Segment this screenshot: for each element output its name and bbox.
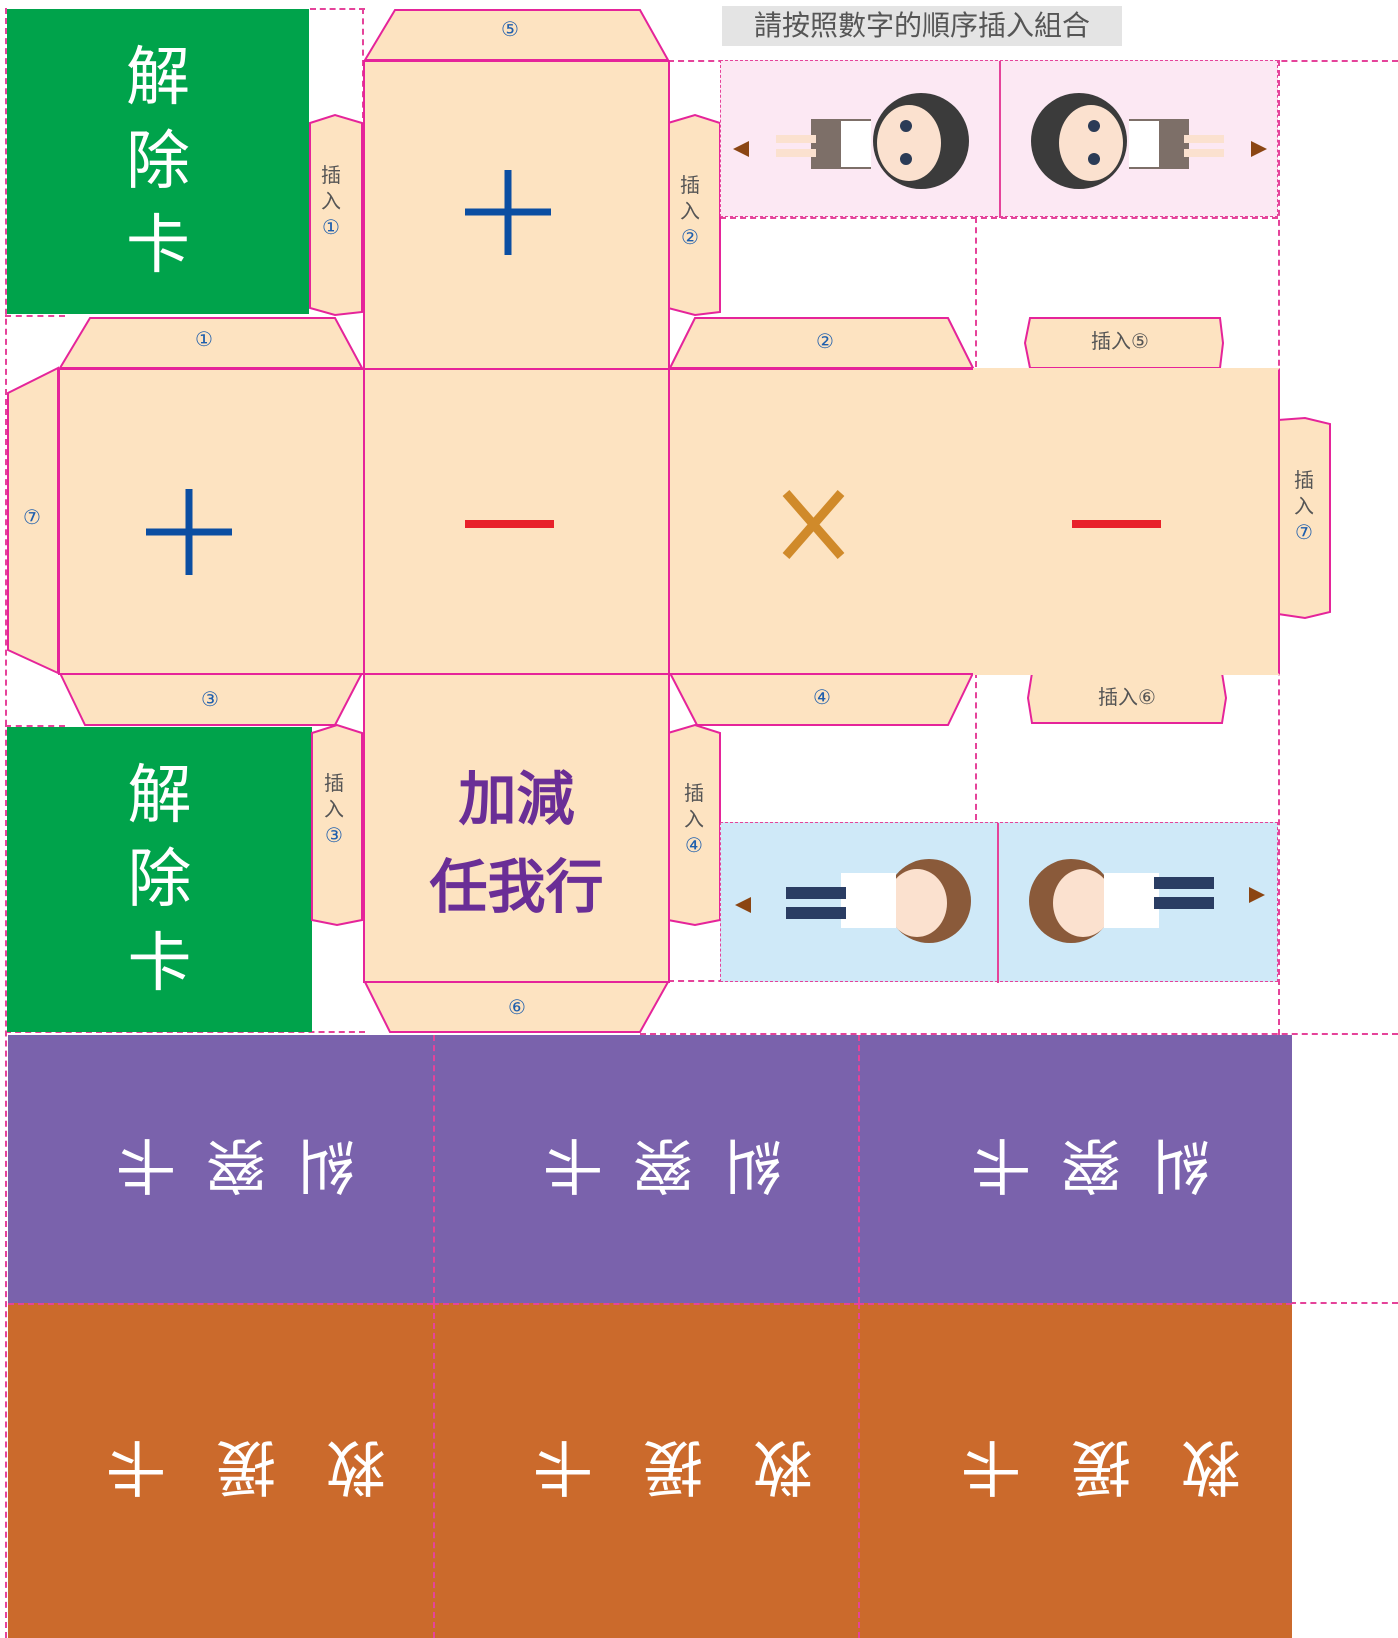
- girl-panel: [720, 60, 1278, 218]
- flap-label-1: ①: [195, 327, 213, 351]
- boy-panel: [720, 822, 1278, 983]
- face-bottom: [363, 673, 670, 983]
- girl-figure-left: [776, 93, 969, 189]
- rescue-card-text: 救援卡: [55, 1431, 386, 1501]
- times-icon: [782, 490, 845, 559]
- flap-label-4: ④: [813, 685, 831, 709]
- girl-figure-right: [1031, 93, 1224, 189]
- arrow-right-icon: [1249, 887, 1265, 903]
- flap-label-6: ⑥: [508, 995, 526, 1019]
- insert-label-2: 插 入 ②: [676, 172, 704, 250]
- release-char: 卡: [126, 208, 190, 283]
- insert-label-1: 插 入 ①: [317, 162, 345, 240]
- release-char: 解: [126, 40, 190, 115]
- insert-char: 入: [324, 797, 344, 821]
- instruction-text: 請按照數字的順序插入組合: [753, 9, 1090, 42]
- cut-line: [720, 217, 1278, 219]
- rescue-card-text: 救援卡: [911, 1431, 1241, 1501]
- release-char: 除: [127, 842, 192, 917]
- flap-label-7: ⑦: [23, 505, 41, 529]
- cut-line: [5, 725, 65, 727]
- plus-icon: [465, 170, 551, 255]
- flap-label-5: ⑤: [501, 17, 519, 41]
- insert-char: 入: [321, 189, 341, 213]
- rescue-card-2: 救援卡: [433, 1303, 860, 1638]
- insert-label-4: 插 入 ④: [680, 780, 708, 858]
- insert-number: ②: [681, 225, 699, 249]
- patrol-card-2: 糾察卡: [433, 1035, 860, 1303]
- arrow-left-icon: [733, 141, 749, 157]
- insert-tab-1: [309, 113, 363, 317]
- insert-tab-3: [311, 723, 363, 927]
- boy-illustration: [735, 823, 1265, 983]
- cut-line: [5, 8, 7, 1638]
- face-bottom-title: 加減 任我行: [363, 755, 670, 931]
- insert-char: 插: [680, 173, 700, 197]
- face-symbols: [146, 170, 1161, 575]
- patrol-card-text: 糾察卡: [512, 1128, 783, 1199]
- arrow-left-icon: [735, 897, 751, 913]
- insert-number: ①: [322, 215, 340, 239]
- plus-icon: [146, 489, 232, 575]
- release-char: 除: [126, 124, 190, 199]
- cut-line: [975, 217, 977, 367]
- patrol-card-text: 糾察卡: [85, 1128, 356, 1199]
- release-char: 解: [127, 758, 192, 833]
- insert-number: ④: [685, 833, 703, 857]
- girl-illustration: [733, 61, 1267, 218]
- patrol-card-text: 糾察卡: [941, 1128, 1211, 1199]
- arrow-right-icon: [1251, 141, 1267, 157]
- insert-number: ⑦: [1295, 520, 1313, 544]
- cube-flaps: [7, 9, 1331, 1033]
- patrol-card-3: 糾察卡: [858, 1035, 1292, 1303]
- release-char: 卡: [127, 926, 192, 1001]
- release-card-top: 解 除 卡: [7, 9, 309, 314]
- cut-line: [5, 315, 65, 317]
- insert-char: 插: [684, 781, 704, 805]
- patrol-card-1: 糾察卡: [8, 1035, 433, 1303]
- insert-char: 插: [321, 163, 341, 187]
- instruction-banner: 請按照數字的順序插入組合: [722, 6, 1122, 46]
- boy-figure-right: [1029, 859, 1214, 943]
- insert-label-7: 插 入 ⑦: [1290, 467, 1318, 545]
- face-left: [58, 368, 365, 675]
- insert-char: 入: [680, 199, 700, 223]
- cut-line: [1290, 1302, 1398, 1304]
- rescue-card-3: 救援卡: [858, 1303, 1292, 1638]
- cut-line: [5, 1031, 365, 1033]
- cut-line: [640, 1033, 1398, 1035]
- insert-label-6: 插入⑥: [1098, 685, 1156, 709]
- insert-char: 入: [684, 807, 704, 831]
- flap-label-2: ②: [816, 329, 834, 353]
- cut-line: [310, 8, 365, 10]
- insert-char: 插: [1294, 468, 1314, 492]
- insert-char: 插: [324, 771, 344, 795]
- boy-figure-left: [786, 859, 971, 943]
- title-line-2: 任我行: [429, 853, 604, 921]
- title-line-1: 加減: [458, 765, 575, 833]
- cut-line: [975, 672, 977, 820]
- flap-label-3: ③: [201, 687, 219, 711]
- rescue-card-text: 救援卡: [482, 1431, 813, 1501]
- insert-char: 入: [1294, 494, 1314, 518]
- insert-label-5: 插入⑤: [1091, 329, 1149, 353]
- rescue-card-1: 救援卡: [8, 1303, 433, 1638]
- insert-label-3: 插 入 ③: [320, 770, 348, 848]
- insert-number: ③: [325, 823, 343, 847]
- release-card-bottom: 解 除 卡: [7, 727, 312, 1032]
